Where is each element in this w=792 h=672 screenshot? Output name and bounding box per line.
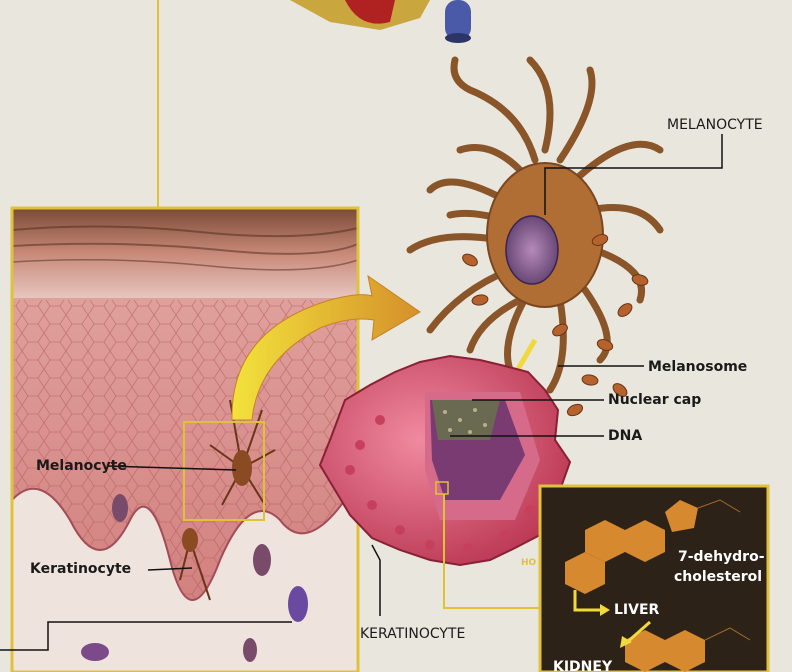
label-nuclear-cap: Nuclear cap [608,393,701,407]
skin-section [12,208,358,672]
label-melanocyte-upper: MELANOCYTE [667,118,763,132]
label-melanosome: Melanosome [648,360,747,374]
label-keratinocyte-skin: Keratinocyte [30,562,131,576]
inset-compound-line2: cholesterol [674,570,762,584]
label-melanocyte-skin: Melanocyte [36,459,127,473]
blood-vessels [290,0,471,43]
inset-compound-line1: 7-dehydro- [678,550,765,564]
inset-ho-mark: HO [521,559,536,568]
label-dna: DNA [608,429,642,443]
inset-step-liver: LIVER [614,603,659,617]
label-keratinocyte-upper: KERATINOCYTE [360,627,465,641]
inset-step-kidney: KIDNEY [553,660,612,672]
